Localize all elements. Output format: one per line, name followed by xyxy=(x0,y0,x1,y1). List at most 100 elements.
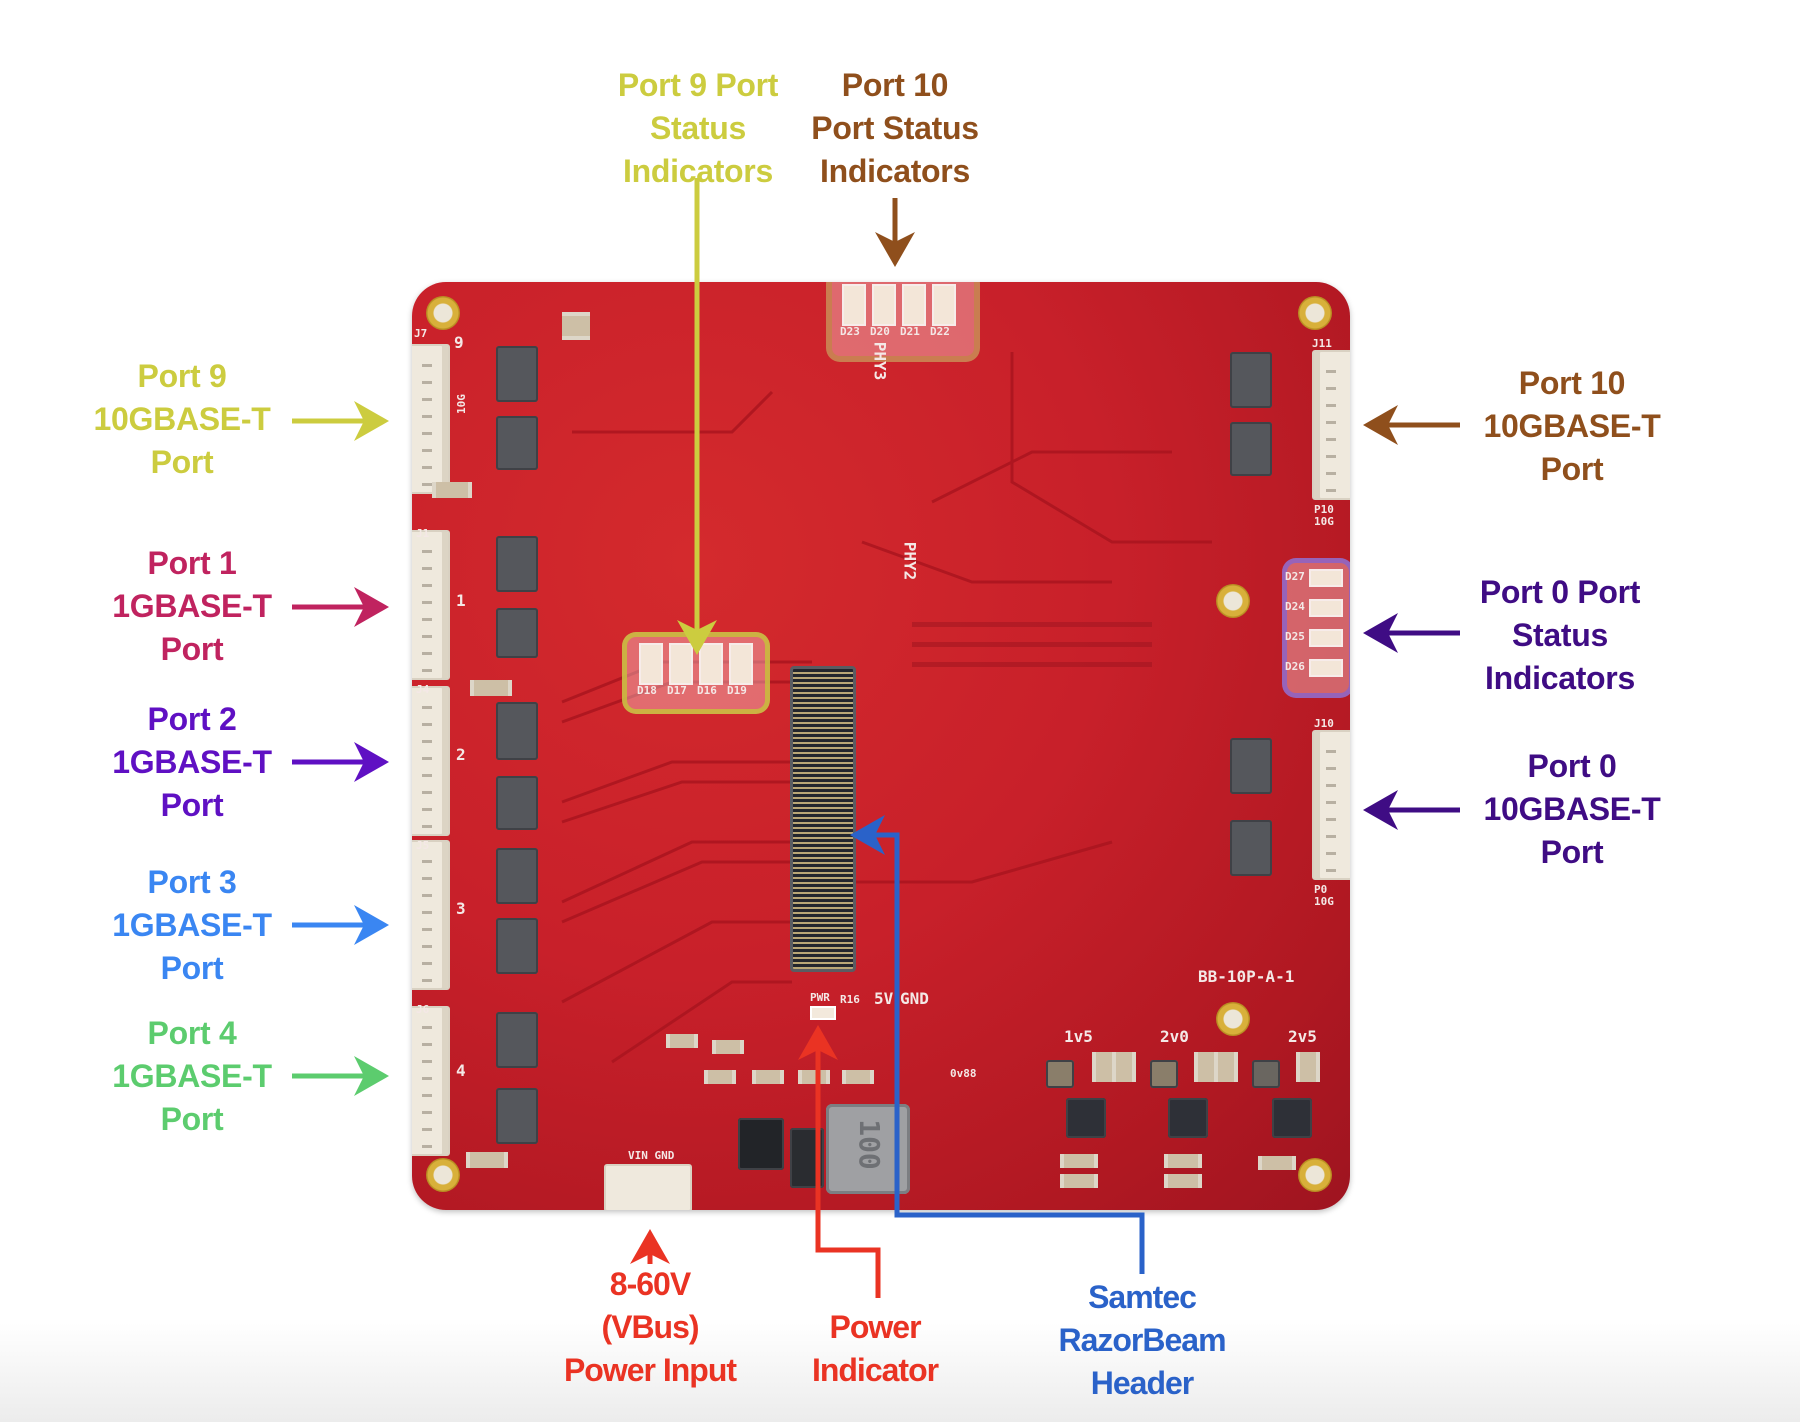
callout-line: 1GBASE-T xyxy=(112,588,272,624)
diode-d2 xyxy=(790,1128,824,1188)
connector-pin xyxy=(1326,784,1336,787)
led-label: D21 xyxy=(900,325,920,338)
magnetics-t11 xyxy=(496,1012,538,1068)
callout-line: Status xyxy=(1512,617,1608,653)
capacitor xyxy=(1112,1052,1136,1082)
capacitor xyxy=(1258,1156,1296,1170)
silk-p10-speed: 10G xyxy=(1314,515,1334,528)
callout-line: Port xyxy=(1540,834,1604,870)
port9-status-led-group: D18 D17 D16 D19 xyxy=(622,632,770,714)
silk-phy2: PHY2 xyxy=(900,541,920,581)
connector-pin xyxy=(1326,370,1336,373)
connector-pin xyxy=(422,398,432,401)
connector-pin xyxy=(422,877,432,880)
connector-pin xyxy=(422,1043,432,1046)
capacitor xyxy=(432,482,472,498)
callout-line: (VBus) xyxy=(601,1309,699,1345)
callout-line: Port xyxy=(160,950,224,986)
callout-port3-1gbase-t: Port 3 1GBASE-T Port xyxy=(92,861,292,990)
callout-port4-1gbase-t: Port 4 1GBASE-T Port xyxy=(92,1012,292,1141)
connector-pin xyxy=(422,825,432,828)
silk-p0-speed: 10G xyxy=(1314,895,1334,908)
callout-line: Indicators xyxy=(623,153,773,189)
callout-line: Power xyxy=(829,1309,921,1345)
silk-2v0: 2v0 xyxy=(1160,1027,1189,1046)
callout-line: Port 2 xyxy=(147,701,237,737)
silk-p0: P0 xyxy=(1314,883,1328,896)
connector-pin xyxy=(1326,421,1336,424)
magnetics-t20 xyxy=(1230,422,1272,476)
connector-pin xyxy=(422,618,432,621)
silk-j5: J5 xyxy=(416,839,430,852)
magnetics-t8 xyxy=(496,776,538,830)
led-label: D18 xyxy=(637,684,657,697)
regulator-u3 xyxy=(1066,1098,1106,1138)
connector-pin xyxy=(1326,801,1336,804)
callout-port0-10gbase-t: Port 0 10GBASE-T Port xyxy=(1462,745,1682,874)
status-led xyxy=(639,643,663,685)
callout-port10-10gbase-t: Port 10 10GBASE-T Port xyxy=(1462,362,1682,491)
callout-line: Port 0 xyxy=(1527,748,1617,784)
led-label: D16 xyxy=(697,684,717,697)
callout-line: Port 9 xyxy=(137,358,227,394)
connector-pin xyxy=(422,757,432,760)
callout-line: Indicator xyxy=(811,1352,939,1388)
callout-line: Port 4 xyxy=(147,1015,237,1051)
connector-pin xyxy=(422,1111,432,1114)
magnetics-t28 xyxy=(496,416,538,470)
capacitor xyxy=(712,1040,744,1054)
callout-line: Port 10 xyxy=(1518,365,1626,401)
magnetics-t23 xyxy=(1230,738,1272,794)
silk-r16: R16 xyxy=(840,993,860,1006)
connector-pin xyxy=(1326,767,1336,770)
power-regulator-u4 xyxy=(738,1118,784,1170)
samtec-razorbeam-header xyxy=(790,666,856,972)
led-label: D27 xyxy=(1285,570,1305,583)
silk-j6-num: 4 xyxy=(456,1061,466,1080)
connector-pin xyxy=(1326,869,1336,872)
connector-pin xyxy=(422,1060,432,1063)
port0-status-led-group: D27 D24 D25 D26 xyxy=(1282,558,1350,698)
connector-pin xyxy=(1326,455,1336,458)
port4-connector-j6 xyxy=(412,1006,450,1156)
connector-pin xyxy=(422,415,432,418)
connector-pin xyxy=(1326,835,1336,838)
callout-line: Status xyxy=(650,110,746,146)
connector-pin xyxy=(422,381,432,384)
callout-line: 10GBASE-T xyxy=(1483,791,1661,827)
status-led xyxy=(1309,659,1343,677)
inductor-l2 xyxy=(1046,1060,1074,1088)
mount-hole xyxy=(1216,1002,1250,1036)
magnetics-t7 xyxy=(496,608,538,658)
connector-pin xyxy=(1326,489,1336,492)
capacitor xyxy=(1060,1174,1098,1188)
callout-line: Port xyxy=(160,631,224,667)
mount-hole xyxy=(1298,296,1332,330)
magnetics-t15 xyxy=(496,1088,538,1144)
status-led xyxy=(699,643,723,685)
magnetics-t19 xyxy=(1230,820,1272,876)
magnetics-t24 xyxy=(1230,352,1272,408)
capacitor xyxy=(666,1034,698,1048)
connector-pin xyxy=(422,791,432,794)
callout-port9-status-indicators: Port 9 Port Status Indicators xyxy=(598,64,798,193)
port10-connector-j11 xyxy=(1312,350,1350,500)
silk-5v: 5V xyxy=(874,989,894,1008)
callout-port2-1gbase-t: Port 2 1GBASE-T Port xyxy=(92,698,292,827)
capacitor xyxy=(752,1070,784,1084)
callout-line: RazorBeam xyxy=(1058,1322,1226,1358)
silk-j1: J1 xyxy=(416,527,430,540)
port9-connector-j7 xyxy=(412,344,450,494)
connector-pin xyxy=(422,483,432,486)
pcb-board: 100 D23 D20 D21 D22 xyxy=(412,282,1350,1210)
connector-pin xyxy=(422,808,432,811)
led-label: D25 xyxy=(1285,630,1305,643)
connector-pin xyxy=(422,1094,432,1097)
callout-line: Port xyxy=(160,787,224,823)
connector-pin xyxy=(1326,438,1336,441)
callout-line: Port 0 Port xyxy=(1479,574,1641,610)
port1-connector-j1 xyxy=(412,530,450,680)
silk-1v5: 1v5 xyxy=(1064,1027,1093,1046)
callout-port9-10gbase-t: Port 9 10GBASE-T Port xyxy=(72,355,292,484)
mount-hole xyxy=(426,296,460,330)
